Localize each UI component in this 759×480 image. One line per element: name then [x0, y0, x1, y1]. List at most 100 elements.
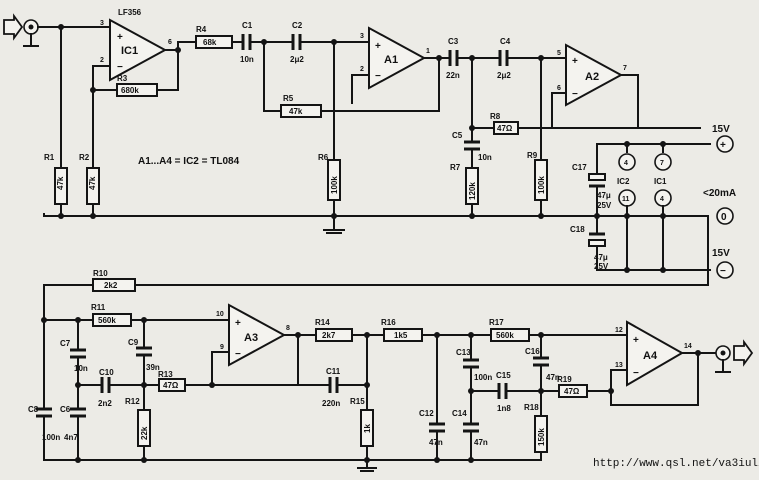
svg-text:R7: R7 — [450, 163, 461, 172]
svg-text:−: − — [117, 62, 123, 73]
svg-text:+: + — [375, 41, 381, 52]
svg-text:100n: 100n — [474, 373, 492, 382]
svg-text:39n: 39n — [146, 363, 160, 372]
svg-text:2: 2 — [360, 66, 364, 73]
r8-resistor — [493, 121, 519, 135]
svg-text:R15: R15 — [350, 397, 365, 406]
svg-text:R2: R2 — [79, 153, 90, 162]
svg-text:−: − — [572, 89, 578, 100]
svg-text:R18: R18 — [524, 403, 539, 412]
a1-opamp — [368, 26, 427, 90]
svg-text:1n8: 1n8 — [497, 404, 511, 413]
c18-capacitor — [588, 232, 606, 247]
svg-text:7: 7 — [623, 65, 627, 72]
svg-text:10: 10 — [216, 311, 224, 318]
svg-text:R17: R17 — [489, 318, 504, 327]
svg-text:2: 2 — [100, 57, 104, 64]
svg-text:−: − — [375, 71, 381, 82]
svg-text:2μ2: 2μ2 — [290, 55, 304, 64]
c3-capacitor — [448, 50, 459, 66]
svg-text:A1: A1 — [384, 54, 398, 66]
input-connector — [3, 13, 39, 47]
svg-text:C11: C11 — [326, 367, 341, 376]
svg-text:R19: R19 — [557, 375, 572, 384]
c2-capacitor — [291, 34, 302, 50]
c5-capacitor — [464, 140, 480, 151]
current-label: <20mA — [703, 188, 736, 199]
svg-text:680k: 680k — [121, 86, 139, 95]
svg-text:22k: 22k — [140, 426, 149, 440]
svg-text:C16: C16 — [525, 347, 540, 356]
svg-text:2k2: 2k2 — [104, 281, 118, 290]
svg-text:R11: R11 — [91, 303, 106, 312]
lf356-label: LF356 — [118, 8, 142, 17]
svg-text:IC1: IC1 — [654, 177, 667, 186]
svg-text:A4: A4 — [643, 350, 658, 362]
svg-text:R10: R10 — [93, 269, 108, 278]
svg-text:C14: C14 — [452, 409, 467, 418]
svg-text:C13: C13 — [456, 348, 471, 357]
svg-text:10n: 10n — [74, 364, 88, 373]
svg-text:47Ω: 47Ω — [564, 387, 580, 396]
svg-text:1k: 1k — [363, 424, 372, 433]
svg-text:+: + — [235, 318, 241, 329]
svg-text:47n: 47n — [474, 438, 488, 447]
output-connector — [715, 339, 754, 373]
svg-text:R1: R1 — [44, 153, 55, 162]
svg-text:C15: C15 — [496, 371, 511, 380]
svg-text:2μ2: 2μ2 — [497, 71, 511, 80]
svg-text:R5: R5 — [283, 94, 294, 103]
c11-capacitor — [328, 377, 339, 393]
c14-capacitor — [463, 422, 479, 433]
svg-text:3: 3 — [360, 33, 364, 40]
svg-text:47n: 47n — [429, 438, 443, 447]
svg-text:100n: 100n — [42, 433, 60, 442]
svg-text:4: 4 — [660, 196, 664, 203]
svg-text:C9: C9 — [128, 338, 139, 347]
svg-text:C10: C10 — [99, 368, 114, 377]
a4-opamp — [626, 320, 685, 387]
svg-text:R6: R6 — [318, 153, 329, 162]
svg-text:2n2: 2n2 — [98, 399, 112, 408]
svg-text:3: 3 — [100, 20, 104, 27]
svg-text:25V: 25V — [597, 201, 612, 210]
svg-text:4n7: 4n7 — [64, 433, 78, 442]
svg-text:150k: 150k — [537, 428, 546, 446]
svg-text:6: 6 — [168, 39, 172, 46]
c15-capacitor — [497, 383, 508, 399]
svg-text:+: + — [117, 32, 123, 43]
svg-text:R3: R3 — [117, 74, 128, 83]
c13-capacitor — [463, 358, 479, 369]
svg-text:+: + — [633, 335, 639, 346]
svg-text:4: 4 — [624, 160, 628, 167]
svg-text:1: 1 — [426, 48, 430, 55]
svg-text:A2: A2 — [585, 71, 599, 83]
svg-text:C7: C7 — [60, 339, 71, 348]
svg-text:R13: R13 — [158, 370, 173, 379]
svg-text:R9: R9 — [527, 151, 538, 160]
r10-resistor — [92, 278, 136, 292]
svg-text:−: − — [633, 368, 639, 379]
svg-text:IC2: IC2 — [617, 177, 630, 186]
svg-text:R14: R14 — [315, 318, 330, 327]
svg-text:C17: C17 — [572, 163, 587, 172]
c6-capacitor — [70, 407, 86, 418]
svg-text:10n: 10n — [478, 153, 492, 162]
c7-capacitor — [70, 348, 86, 359]
svg-text:C6: C6 — [60, 405, 71, 414]
svg-text:C2: C2 — [292, 21, 303, 30]
svg-text:R8: R8 — [490, 112, 501, 121]
svg-text:220n: 220n — [322, 399, 340, 408]
c9-capacitor — [136, 346, 152, 357]
svg-text:8: 8 — [286, 325, 290, 332]
a2-opamp — [565, 43, 624, 107]
svg-text:47k: 47k — [56, 176, 65, 190]
svg-text:100k: 100k — [330, 176, 339, 194]
svg-text:C1: C1 — [242, 21, 253, 30]
c8-capacitor — [36, 407, 52, 418]
svg-text:+: + — [720, 140, 726, 151]
svg-text:25V: 25V — [594, 262, 609, 271]
pos-supply-terminal: + — [716, 135, 734, 153]
